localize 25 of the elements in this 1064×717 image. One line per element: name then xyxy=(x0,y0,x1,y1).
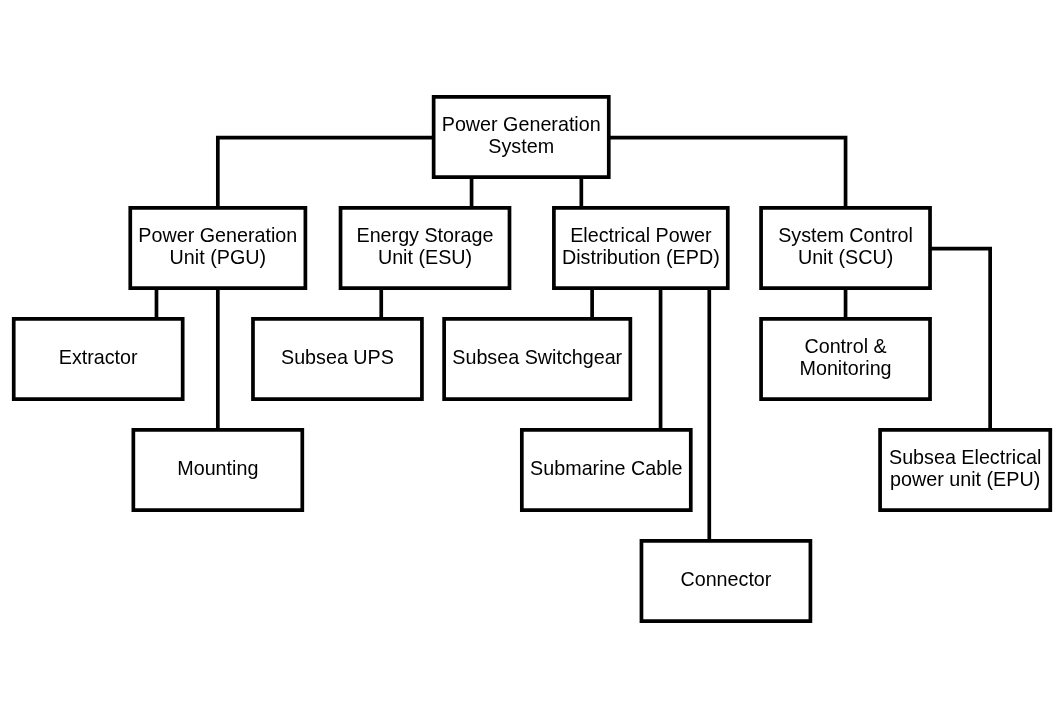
node-box: Subsea Switchgear xyxy=(442,316,633,401)
node-box: Power Generation Unit (PGU) xyxy=(128,205,308,290)
node-box: System Control Unit (SCU) xyxy=(759,205,932,290)
node-box: Power Generation System xyxy=(431,94,611,179)
connector xyxy=(216,287,220,430)
connector xyxy=(216,135,434,208)
connector xyxy=(658,287,663,430)
node-box: Subsea UPS xyxy=(251,316,424,401)
connector xyxy=(609,135,848,208)
connector xyxy=(707,287,712,541)
node-box: Electrical Power Distribution (EPD) xyxy=(552,205,730,290)
node-box: Control & Monitoring xyxy=(759,316,932,401)
connector xyxy=(843,287,848,319)
node-box: Energy Storage Unit (ESU) xyxy=(338,205,512,290)
connector xyxy=(379,287,384,319)
node-box: Subsea Electrical power unit (EPU) xyxy=(878,427,1053,512)
connector xyxy=(930,246,992,430)
node-box: Mounting xyxy=(131,427,305,512)
node-box: Submarine Cable xyxy=(520,427,693,512)
node-box: Connector xyxy=(639,538,813,623)
node-box: Extractor xyxy=(11,316,185,401)
connector xyxy=(154,287,159,319)
connector xyxy=(469,176,474,208)
connector xyxy=(579,176,584,208)
connector xyxy=(590,287,594,319)
